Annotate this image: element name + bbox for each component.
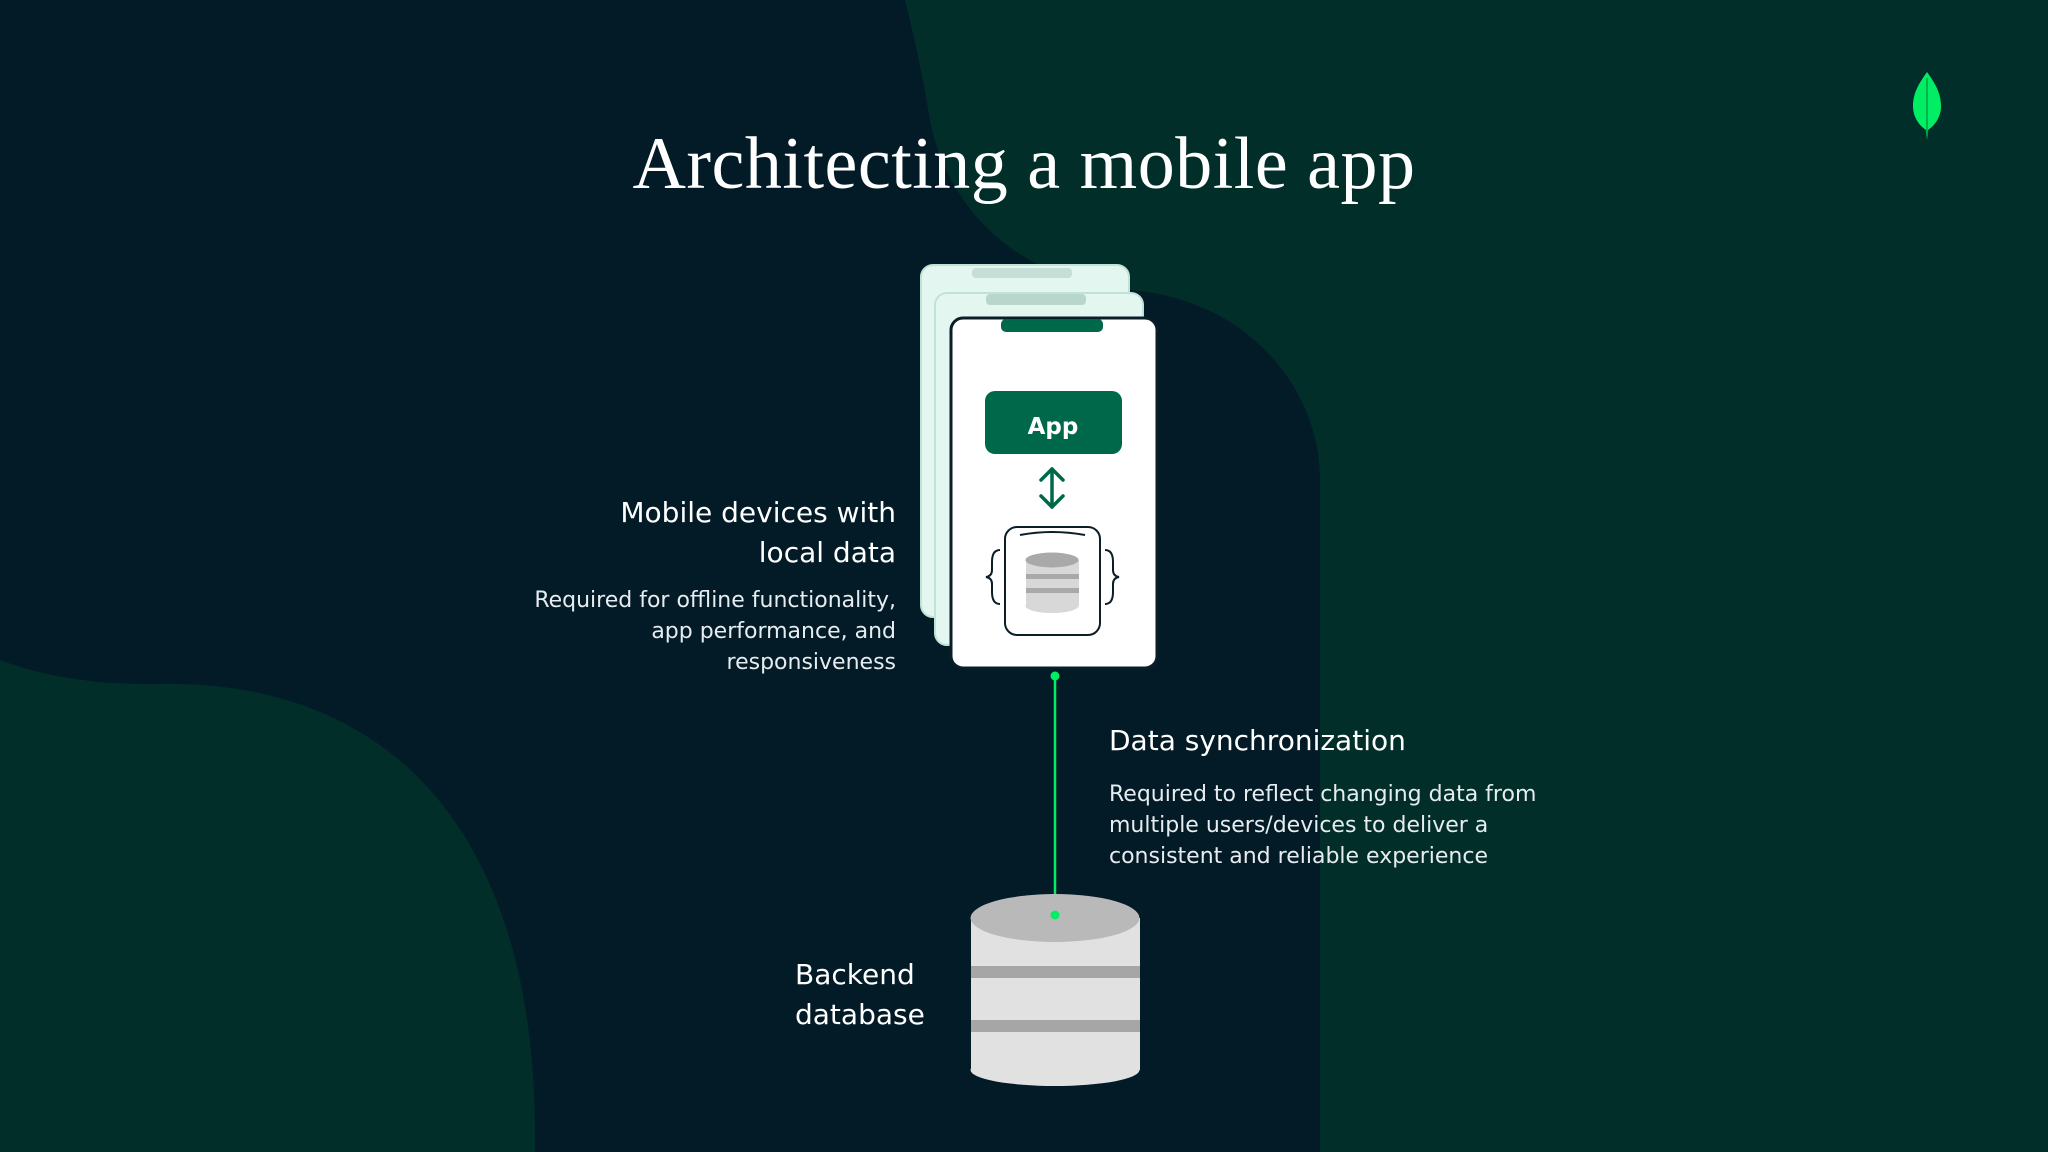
mongodb-leaf-icon [1913, 72, 1941, 140]
slide-title: Architecting a mobile app [632, 122, 1416, 205]
heading-line: local data [758, 536, 896, 569]
sync-endpoint [1050, 910, 1060, 920]
heading-line: database [795, 998, 925, 1031]
top-right-blob [905, 0, 2048, 1152]
local-database-icon [985, 526, 1120, 636]
app-box [985, 391, 1122, 454]
double-arrow-vertical-icon [1039, 467, 1065, 509]
desc-line: consistent and reliable experience [1109, 844, 1488, 869]
heading-line: Mobile devices with [620, 496, 896, 529]
backend-database-icon [970, 894, 1140, 1086]
desc-line: multiple users/devices to deliver a [1109, 813, 1489, 838]
desc-line: responsiveness [726, 650, 896, 675]
desc-line: Required to reflect changing data from [1109, 782, 1537, 807]
sync-connector [1050, 671, 1060, 914]
desc-line: Required for offline functionality, [534, 588, 896, 613]
data-sync-heading: Data synchronization [1109, 724, 1406, 757]
backend-database-heading: Backend database [795, 955, 925, 1035]
desc-line: app performance, and [651, 619, 896, 644]
mobile-devices-description: Required for offline functionality, app … [534, 585, 896, 678]
data-sync-description: Required to reflect changing data from m… [1109, 779, 1536, 872]
heading-line: Backend [795, 958, 915, 991]
app-label: App [1028, 414, 1079, 440]
mobile-devices-heading: Mobile devices with local data [620, 493, 896, 573]
bottom-left-blob [0, 660, 536, 1152]
